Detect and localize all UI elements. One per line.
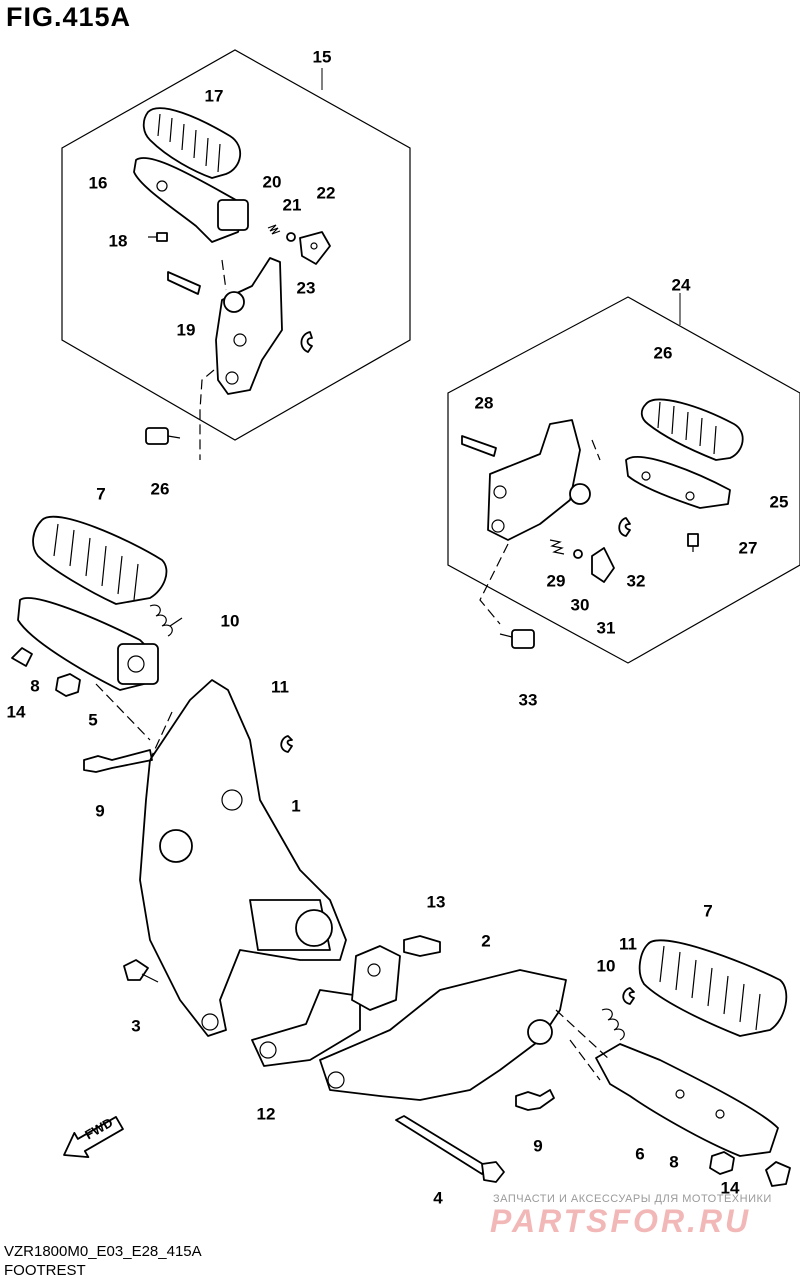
ball-21 — [286, 232, 296, 242]
nut-8-left — [55, 673, 81, 697]
bolt-33 — [499, 629, 535, 649]
callout-25: 25 — [769, 492, 789, 512]
callout-1: 1 — [291, 796, 301, 816]
bolt-27 — [687, 533, 699, 552]
callout-19: 19 — [176, 320, 196, 340]
callout-8-right: 8 — [669, 1152, 679, 1172]
callout-26-right: 26 — [653, 343, 673, 363]
callout-8-left: 8 — [30, 676, 40, 696]
bolt-9-right — [515, 1089, 555, 1111]
callout-7-left: 7 — [96, 484, 106, 504]
callout-26-left: 26 — [150, 479, 170, 499]
watermark-caption: ЗАПЧАСТИ И АКСЕССУАРЫ ДЛЯ МОТОТЕХНИКИ — [493, 1193, 772, 1205]
e-clip-11-right — [622, 987, 635, 1005]
callout-28: 28 — [474, 393, 494, 413]
bracket-left-inset — [215, 257, 283, 395]
footpeg-5 — [17, 597, 159, 691]
callout-16: 16 — [88, 173, 108, 193]
bolt-14-right — [765, 1161, 791, 1187]
bracket-right-inset — [487, 419, 581, 541]
callout-32: 32 — [626, 571, 646, 591]
callout-12: 12 — [256, 1104, 276, 1124]
spring-10-left — [149, 604, 183, 637]
callout-13: 13 — [426, 892, 446, 912]
watermark-brand: PARTSFOR.RU — [490, 1203, 752, 1239]
footer-code: VZR1800M0_E03_E28_415A — [4, 1243, 202, 1260]
nut-8-right — [709, 1151, 735, 1175]
e-clip-23 — [300, 331, 313, 353]
callout-24: 24 — [671, 275, 691, 295]
callout-7-right: 7 — [703, 901, 713, 921]
footpeg-25 — [625, 456, 731, 509]
spring-20 — [267, 224, 281, 235]
callout-30: 30 — [570, 595, 590, 615]
callout-5: 5 — [88, 710, 98, 730]
inset-frame-right — [447, 296, 800, 664]
bracket-12 — [251, 989, 361, 1067]
callout-22: 22 — [316, 183, 336, 203]
footer-name: FOOTREST — [4, 1262, 86, 1279]
spring-10-right — [601, 1008, 625, 1041]
spring-29 — [549, 539, 565, 555]
callout-11-left: 11 — [271, 677, 289, 697]
callout-2: 2 — [481, 931, 491, 951]
footpeg-rubber-17 — [142, 107, 241, 179]
callout-10-left: 10 — [220, 611, 240, 631]
footpeg-16 — [133, 157, 249, 243]
callout-11-right: 11 — [619, 934, 637, 954]
callout-21: 21 — [282, 195, 302, 215]
footpeg-rubber-7-left — [32, 515, 168, 605]
callout-14-right: 14 — [720, 1178, 740, 1198]
bolt-4 — [395, 1115, 505, 1183]
callout-29: 29 — [546, 571, 566, 591]
footpeg-6 — [595, 1043, 779, 1157]
callout-23: 23 — [296, 278, 316, 298]
plate-22 — [299, 231, 331, 265]
bolt-14-left — [11, 647, 33, 667]
callout-14-left: 14 — [6, 702, 26, 722]
callout-18: 18 — [108, 231, 128, 251]
bolt-26-left — [145, 427, 181, 445]
callout-9-right: 9 — [533, 1136, 543, 1156]
callout-20: 20 — [262, 172, 282, 192]
callout-3: 3 — [131, 1016, 141, 1036]
bolt-3 — [123, 959, 159, 983]
bolt-13 — [403, 935, 441, 957]
ball-30 — [573, 549, 583, 559]
figure-title: FIG.415A — [6, 2, 132, 32]
fwd-arrow — [63, 1116, 124, 1159]
plate-31 — [591, 547, 615, 583]
bolt-9-left — [83, 749, 153, 773]
callout-33: 33 — [518, 690, 538, 710]
callout-27: 27 — [738, 538, 758, 558]
callout-6: 6 — [635, 1144, 645, 1164]
e-clip-11-left — [280, 735, 293, 753]
footpeg-rubber-7-right — [638, 939, 788, 1037]
callout-15: 15 — [312, 47, 332, 67]
e-clip-32 — [618, 517, 631, 537]
footpeg-rubber-26-right — [640, 398, 744, 461]
callout-31: 31 — [596, 618, 616, 638]
callout-9-left: 9 — [95, 801, 105, 821]
callout-17: 17 — [204, 86, 224, 106]
inset-frame-left — [61, 49, 411, 441]
pin-19 — [167, 271, 201, 295]
callout-10-right: 10 — [596, 956, 616, 976]
bolt-18 — [148, 232, 168, 242]
pin-28 — [461, 435, 497, 457]
callout-4: 4 — [433, 1188, 443, 1208]
